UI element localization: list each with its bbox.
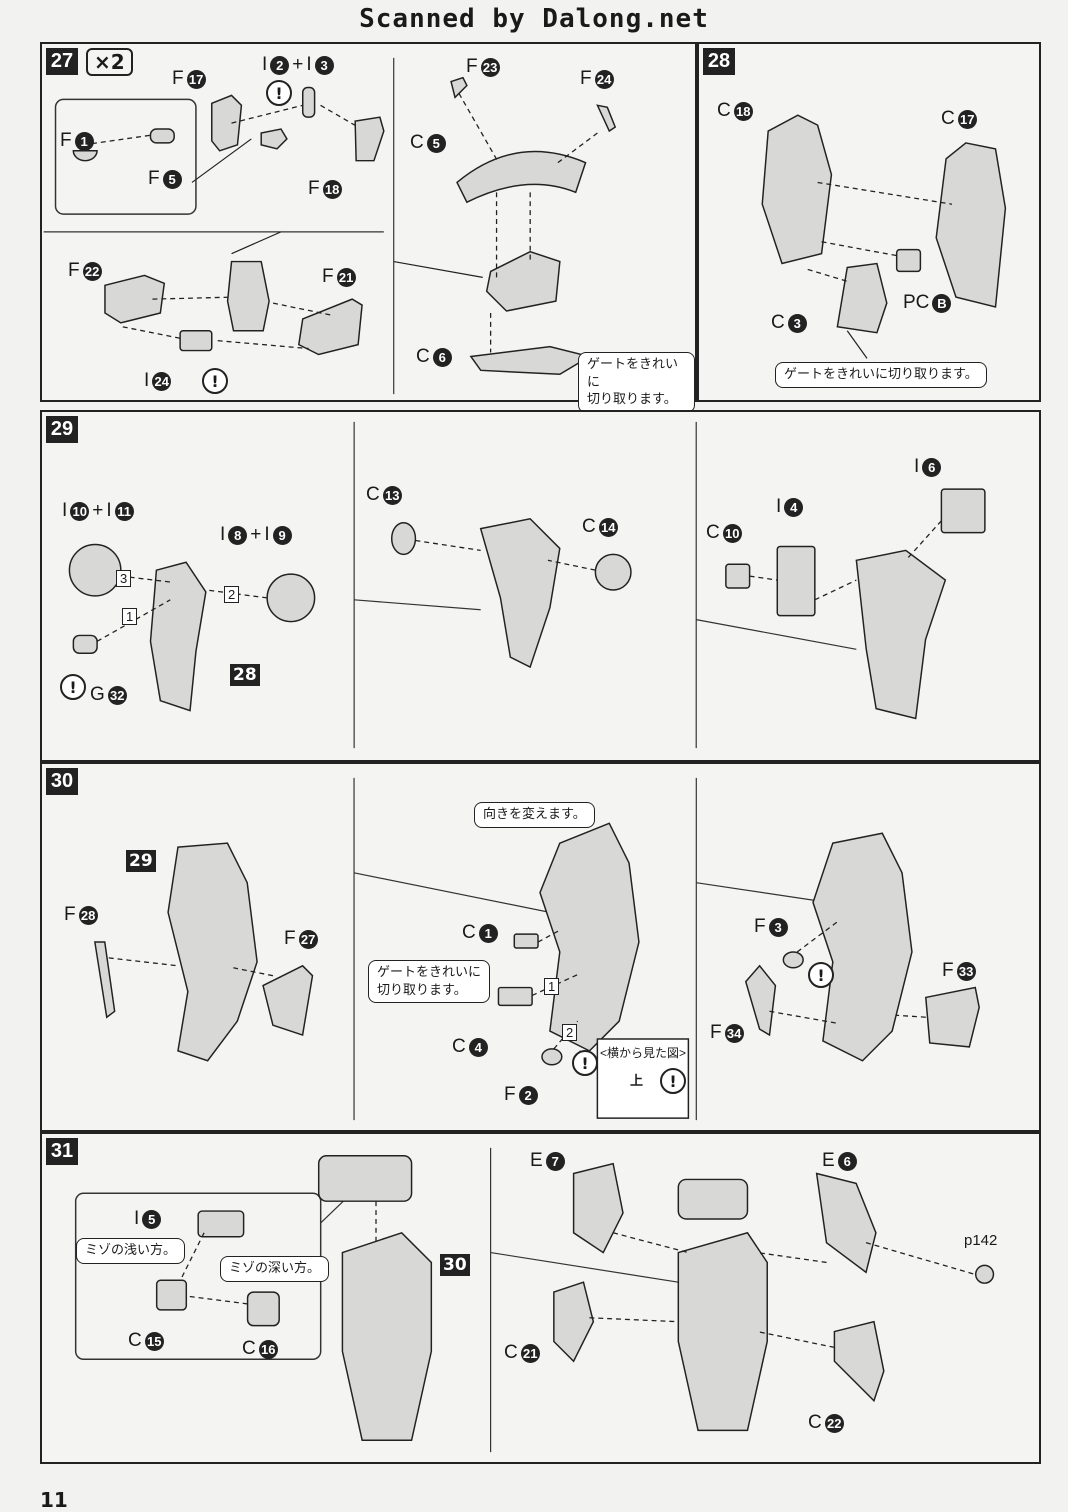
step-27-panel: 27 ×2: [40, 42, 697, 413]
step-number: 31: [46, 1138, 78, 1165]
order-step-1: 1: [544, 978, 560, 995]
caution-icon: !: [660, 1068, 686, 1094]
step-number: 28: [703, 48, 735, 75]
order-step-3: 3: [116, 570, 132, 587]
caution-icon: !: [202, 368, 228, 394]
order-step-2: 2: [562, 1024, 578, 1041]
step-reference-30: 30: [440, 1254, 470, 1276]
step-30-diagram: [94, 777, 980, 1121]
step-29-diagram: [68, 421, 986, 749]
gate-cut-note: ゲートをきれいに 切り取ります。: [578, 352, 695, 413]
gate-cut-note: ゲートをきれいに 切り取ります。: [368, 960, 491, 1004]
step-28-diagram: [761, 114, 1007, 359]
caution-icon: !: [808, 962, 834, 988]
step-reference-29: 29: [126, 850, 156, 872]
multiplier-badge: ×2: [86, 48, 133, 76]
shallow-groove-note: ミゾの浅い方。: [76, 1238, 186, 1264]
step-reference-28: 28: [230, 664, 260, 686]
page-number: 11: [40, 1488, 68, 1512]
caution-icon: !: [572, 1050, 598, 1076]
step-number: 27: [46, 48, 78, 75]
order-step-2: 2: [224, 586, 240, 603]
order-step-1: 1: [122, 608, 138, 625]
step-31-diagram: [74, 1147, 995, 1453]
step-number: 30: [46, 768, 78, 795]
step-30-panel: 30: [40, 762, 1041, 1132]
gate-cut-note: ゲートをきれいに切り取ります。: [775, 362, 987, 388]
deep-groove-note: ミゾの深い方。: [220, 1256, 330, 1282]
step-number: 29: [46, 416, 78, 443]
caution-icon: !: [60, 674, 86, 700]
scan-header: Scanned by Dalong.net: [359, 4, 709, 34]
side-view-caption: <横から見た図>: [600, 1046, 687, 1060]
step-27-diagram: [43, 57, 617, 395]
page-reference-p142: p142: [964, 1232, 998, 1249]
up-direction-label: 上: [630, 1073, 644, 1088]
caution-icon: !: [266, 80, 292, 106]
turn-around-note: 向きを変えます。: [474, 802, 595, 828]
